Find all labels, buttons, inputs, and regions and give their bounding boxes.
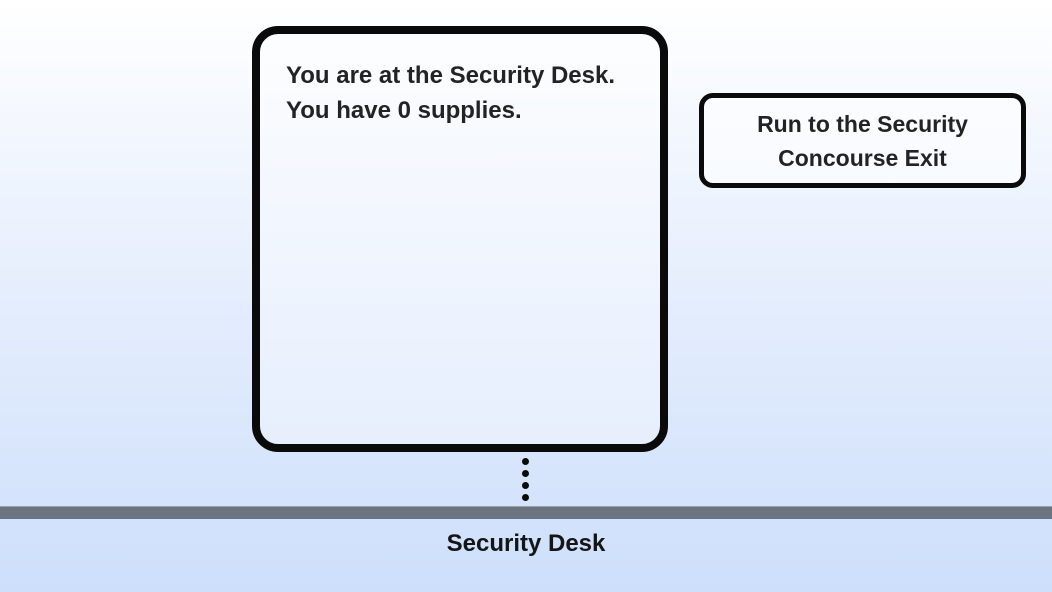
tail-dot <box>522 482 529 489</box>
narration-box: You are at the Security Desk. You have 0… <box>252 26 668 452</box>
tail-dot <box>522 458 529 465</box>
location-label: Security Desk <box>446 530 606 557</box>
floor-divider <box>0 506 1052 519</box>
speech-bubble-tail <box>522 458 529 501</box>
tail-dot <box>522 470 529 477</box>
run-to-security-concourse-exit-button[interactable]: Run to the Security Concourse Exit <box>699 93 1026 188</box>
narration-line-1: You are at the Security Desk. <box>286 62 616 89</box>
narration-line-2: You have 0 supplies. <box>286 97 522 124</box>
tail-dot <box>522 494 529 501</box>
